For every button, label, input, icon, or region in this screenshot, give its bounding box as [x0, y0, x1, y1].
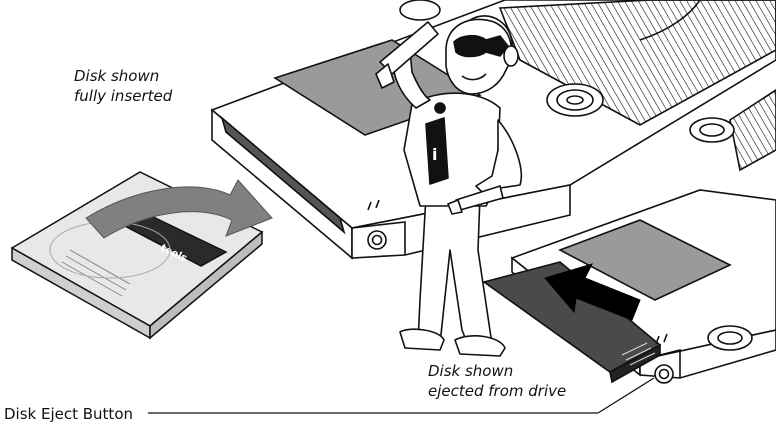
mascot-figure: i — [375, 15, 522, 357]
label-ejected-line1: Disk shown — [428, 362, 514, 380]
label-ejected-line2: ejected from drive — [428, 382, 567, 400]
label-disk-eject-button: Disk Eject Button — [4, 405, 134, 423]
eject-arrow — [544, 263, 641, 321]
label-disk-ejected: Disk shown ejected from drive — [428, 361, 598, 401]
label-inserted-line1: Disk shown — [74, 67, 160, 85]
label-inserted-line2: fully inserted — [74, 87, 173, 105]
label-disk-fully-inserted: Disk shown fully inserted — [74, 66, 224, 106]
drive-bottom — [482, 89, 776, 384]
insert-arrow — [85, 179, 273, 239]
mascot-shirt-text: i — [432, 145, 437, 164]
